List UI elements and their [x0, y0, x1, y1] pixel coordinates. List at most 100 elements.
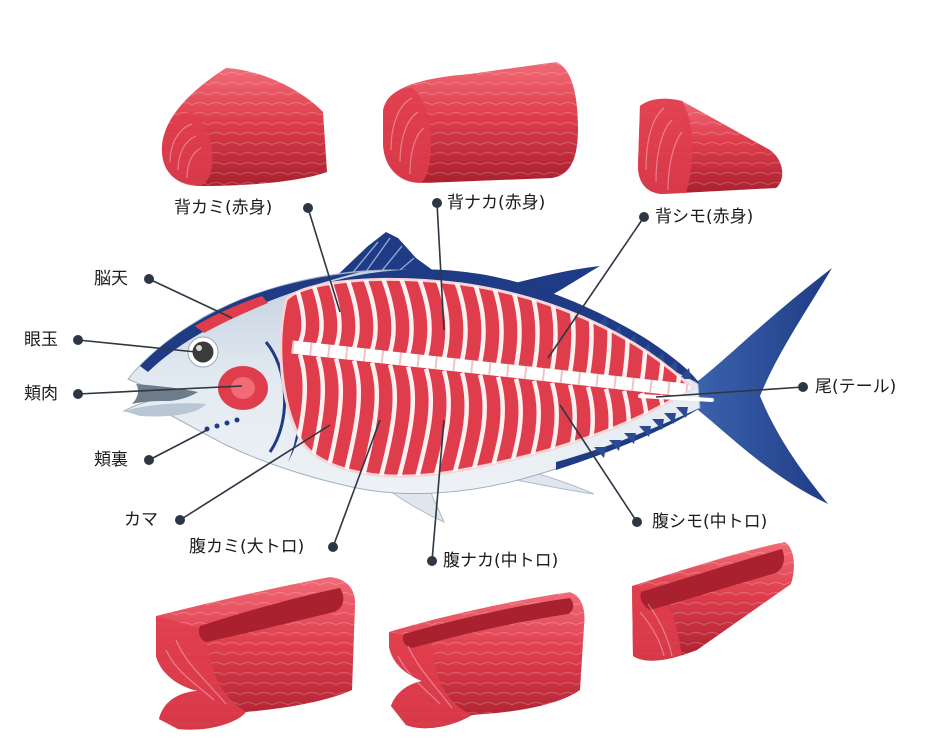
myomere-stripe: [393, 279, 414, 356]
label-hara-shimo: 腹シモ(中トロ): [652, 512, 768, 532]
cheek-meat-center: [231, 377, 255, 399]
marker-se-shimo: [639, 212, 649, 222]
block-grain: [383, 62, 578, 183]
myomere-stripe: [463, 374, 488, 477]
marker-medama: [73, 335, 83, 345]
tuna-fish: [122, 232, 832, 523]
label-se-naka: 背ナカ(赤身): [447, 193, 546, 213]
myomere-stripe: [447, 279, 468, 362]
label-markers: [73, 198, 808, 566]
block-groove: [402, 598, 574, 648]
marker-kama: [175, 515, 185, 525]
meat-block-se-shimo: [638, 98, 783, 194]
block-end-face: [389, 632, 472, 729]
ventral-finlet: [676, 407, 688, 418]
label-hara-naka: 腹ナカ(中トロ): [443, 551, 559, 571]
myomere-stripe: [303, 279, 324, 346]
marker-hohoura: [144, 455, 154, 465]
body-meat: [279, 277, 695, 478]
meat-block-hara-naka: [389, 592, 585, 729]
myomere-stripe: [357, 279, 378, 352]
myomere-stripe: [535, 382, 560, 477]
meat-block-se-naka: [383, 62, 578, 183]
myomere-stripe: [285, 279, 306, 344]
myomere-stripe: [555, 279, 576, 374]
leader-se-kami: [307, 207, 341, 313]
myomere-stripe: [321, 279, 342, 348]
myomere-stripe: [411, 279, 432, 358]
myomere-stripe: [375, 279, 396, 354]
marker-se-naka: [432, 198, 442, 208]
myomere-stripe: [429, 279, 450, 360]
myomere-stripe: [391, 365, 416, 477]
leader-medama: [77, 339, 197, 353]
label-noten: 脳天: [94, 269, 128, 289]
myomere-stripe: [519, 279, 540, 370]
myomere-stripe: [517, 380, 542, 477]
block-end-face: [383, 88, 432, 183]
leader-se-naka: [436, 202, 445, 331]
meat-block-hara-shimo: [632, 542, 794, 661]
myomere-stripe: [465, 279, 486, 364]
label-hohoura: 頬裏: [94, 450, 128, 470]
lower-jaw: [124, 403, 206, 417]
meat-block-se-kami: [161, 68, 327, 186]
meat-block-hara-kami: [156, 577, 356, 730]
leader-hara-shimo: [559, 404, 638, 523]
marker-se-kami: [303, 203, 313, 213]
myomere-stripe: [481, 376, 506, 477]
label-medama: 眼玉: [24, 330, 58, 350]
leader-lines: [77, 202, 804, 562]
myomere-stripe: [537, 279, 558, 372]
marker-o: [798, 382, 808, 392]
myomere-stripe: [445, 372, 470, 477]
hohoura-dots: [204, 417, 240, 432]
leader-o: [655, 386, 804, 398]
leader-hara-naka: [431, 419, 445, 562]
leader-kama: [179, 424, 331, 521]
leader-hohoura: [148, 429, 208, 461]
ventral-finlet: [664, 413, 676, 424]
leader-se-shimo: [547, 216, 645, 359]
myomere-stripe: [499, 378, 524, 477]
myomere-stripe: [681, 279, 692, 388]
spine: [291, 340, 692, 398]
ventral-finlet: [594, 447, 606, 458]
myomere-stripe: [373, 363, 398, 477]
label-hohoniku: 頬肉: [24, 384, 58, 404]
marker-hara-shimo: [632, 517, 642, 527]
leader-hara-kami: [332, 419, 381, 548]
ventral-finlet: [652, 419, 664, 430]
label-se-kami: 背カミ(赤身): [174, 198, 273, 218]
block-end-face: [161, 112, 213, 186]
block-groove: [640, 549, 784, 610]
caudal-keel: [638, 394, 714, 402]
label-o: 尾(テール): [815, 377, 897, 397]
marker-hara-kami: [328, 542, 338, 552]
ventral-finlet: [639, 426, 651, 437]
myomere-stripe: [553, 384, 578, 477]
block-end-face: [638, 98, 693, 194]
myomere-stripe: [339, 279, 360, 350]
marker-noten: [144, 274, 154, 284]
myomere-stripe: [427, 370, 452, 477]
marker-hohoniku: [73, 389, 83, 399]
ventral-finlet: [609, 440, 621, 451]
noten-patch: [195, 296, 268, 333]
leader-noten: [148, 278, 233, 319]
ventral-finlet: [624, 433, 636, 444]
label-se-shimo: 背シモ(赤身): [655, 207, 754, 227]
tail-fin: [694, 268, 832, 504]
dorsal-finlet: [679, 368, 691, 379]
label-kama: カマ: [124, 510, 158, 530]
myomere-stripe: [501, 279, 522, 368]
marker-hara-naka: [427, 556, 437, 566]
myomere-stripe: [483, 279, 504, 366]
label-hara-kami: 腹カミ(大トロ): [189, 537, 305, 557]
block-groove: [198, 588, 344, 642]
leader-hohoniku: [77, 385, 243, 395]
eye-highlight: [196, 345, 202, 351]
block-end-face: [156, 616, 246, 730]
